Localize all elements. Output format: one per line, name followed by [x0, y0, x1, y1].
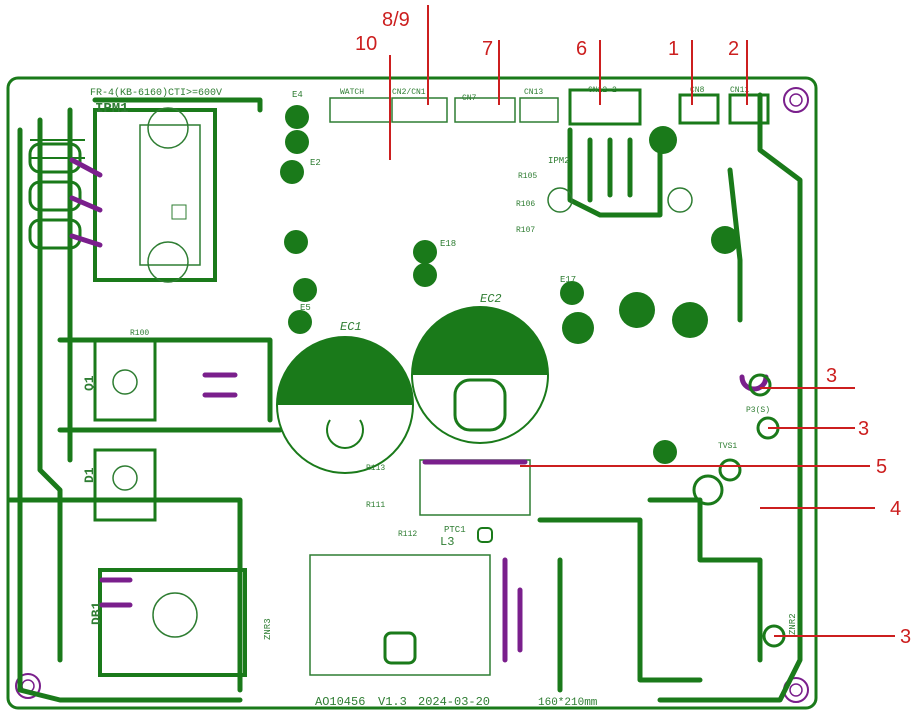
- svg-text:CN12-2: CN12-2: [588, 86, 617, 95]
- footer-version: V1.3: [378, 695, 407, 709]
- svg-text:ZNR3: ZNR3: [263, 618, 273, 640]
- l3-inductor: [309, 554, 491, 676]
- mounting-hole-top-right: [783, 87, 809, 113]
- ipm1-label: IPM1: [95, 101, 129, 117]
- q1-label: Q1: [82, 375, 97, 391]
- ec2-capacitor: [411, 306, 549, 444]
- callout-3-middle: 3: [858, 418, 869, 440]
- svg-text:CN13: CN13: [524, 88, 543, 97]
- callout-2: 2: [728, 38, 739, 60]
- svg-text:CN2/CN1: CN2/CN1: [392, 88, 426, 97]
- ipm1-module: [93, 108, 217, 282]
- svg-text:R107: R107: [516, 226, 535, 235]
- svg-text:E18: E18: [440, 239, 456, 249]
- callout-lines: [389, 5, 895, 637]
- svg-text:R106: R106: [516, 200, 535, 209]
- l3-label: L3: [440, 535, 454, 549]
- svg-text:E5: E5: [300, 303, 311, 313]
- svg-text:R113: R113: [366, 464, 385, 473]
- svg-text:R100: R100: [130, 329, 149, 338]
- svg-text:R111: R111: [366, 501, 385, 510]
- svg-text:E4: E4: [292, 90, 303, 100]
- callout-4: 4: [890, 498, 901, 520]
- footer-code: AO10456: [315, 695, 365, 709]
- motor-terminals: [28, 139, 85, 250]
- svg-text:R112: R112: [398, 530, 417, 539]
- ptc1-label: PTC1: [444, 525, 466, 535]
- d1-diode: [93, 448, 157, 522]
- svg-text:CN11: CN11: [730, 86, 749, 95]
- board-material-label: FR-4(KB-6160)CTI>=600V: [90, 87, 222, 99]
- mounting-hole-bottom-left: [15, 673, 41, 699]
- ec1-label: EC1: [340, 320, 362, 334]
- svg-text:P3(S): P3(S): [746, 406, 770, 415]
- ec2-label: EC2: [480, 292, 502, 306]
- svg-text:CN8: CN8: [690, 86, 705, 95]
- svg-text:ZNR2: ZNR2: [788, 613, 798, 635]
- d1-label: D1: [82, 467, 97, 483]
- ec1-capacitor: [276, 336, 414, 474]
- callout-6: 6: [576, 38, 587, 60]
- ipm2-traces: [567, 127, 663, 218]
- callout-7: 7: [482, 38, 493, 60]
- db1-label: DB1: [89, 601, 104, 625]
- q1-transistor: [93, 338, 157, 422]
- trace-right-bus: [657, 92, 803, 703]
- svg-text:E17: E17: [560, 275, 576, 285]
- small-electrolytics: [280, 105, 739, 464]
- footer-date: 2024-03-20: [418, 695, 490, 709]
- callout-3-upper: 3: [826, 365, 837, 387]
- svg-text:WATCH: WATCH: [340, 88, 364, 97]
- header-connectors: [329, 88, 770, 126]
- svg-text:TVS1: TVS1: [718, 442, 737, 451]
- footer-size: 160*210mm: [538, 697, 598, 709]
- svg-text:R105: R105: [518, 172, 537, 181]
- callout-5: 5: [876, 456, 887, 478]
- ipm2-label: IPM2: [548, 156, 570, 166]
- callout-10: 10: [355, 33, 377, 55]
- callout-3-lower: 3: [900, 626, 911, 648]
- svg-text:E2: E2: [310, 158, 321, 168]
- db1-bridge: [98, 568, 247, 677]
- trace-left-bus: [17, 127, 243, 703]
- callout-8-9: 8/9: [382, 9, 410, 31]
- callout-1: 1: [668, 38, 679, 60]
- svg-text:CN7: CN7: [462, 94, 477, 103]
